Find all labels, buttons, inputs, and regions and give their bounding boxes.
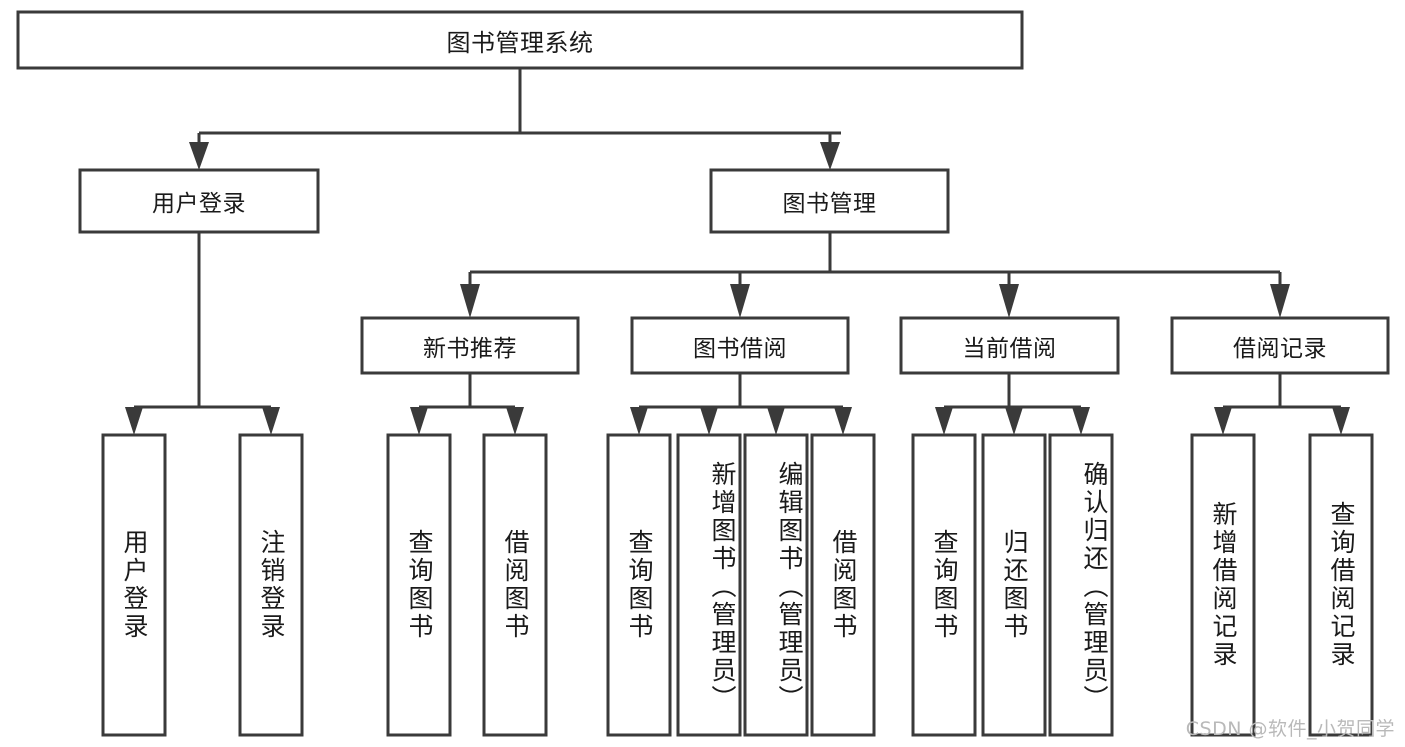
arrow-head-leaf-confirm-return-admin <box>1072 407 1090 435</box>
arrow-head-new-book-recommend <box>460 284 480 318</box>
node-box-leaf-return-book[interactable] <box>981 433 1047 737</box>
connector-group-user-login <box>125 232 280 435</box>
csdn-watermark: CSDN @软件_小贺同学 <box>1185 718 1395 740</box>
node-box-current-borrow[interactable] <box>899 316 1120 375</box>
node-box-leaf-borrow-book[interactable] <box>810 433 876 737</box>
arrow-head-leaf-borrow-book-recommend <box>506 407 524 435</box>
arrow-head-leaf-query-borrow-record <box>1332 407 1350 435</box>
connector-group-book-management <box>460 232 1290 318</box>
arrow-head-leaf-user-login <box>125 407 143 435</box>
node-box-leaf-query-book-current[interactable] <box>911 433 977 737</box>
connector-group-root <box>189 68 841 170</box>
node-box-borrow-record[interactable] <box>1170 316 1390 375</box>
node-box-leaf-add-book-admin[interactable] <box>676 433 742 737</box>
arrow-head-leaf-return-book <box>1005 407 1023 435</box>
arrow-head-leaf-add-borrow-record <box>1214 407 1232 435</box>
connector-group-borrow-record <box>1214 373 1350 435</box>
arrow-head-current-borrow <box>999 284 1019 318</box>
arrow-head-leaf-borrow-book <box>834 407 852 435</box>
node-box-leaf-edit-book-admin[interactable] <box>743 433 809 737</box>
node-box-leaf-add-borrow-record[interactable] <box>1190 433 1256 737</box>
arrow-head-book-borrow <box>730 284 750 318</box>
arrow-head-leaf-logout <box>262 407 280 435</box>
node-box-leaf-confirm-return-admin[interactable] <box>1048 433 1114 737</box>
connector-group-book-borrow <box>630 373 852 435</box>
node-box-leaf-user-login[interactable] <box>101 433 167 737</box>
connector-group-current-borrow <box>935 373 1090 435</box>
node-box-leaf-query-borrow-record[interactable] <box>1308 433 1374 737</box>
arrow-head-leaf-edit-book-admin <box>767 407 785 435</box>
node-box-leaf-query-book-recommend[interactable] <box>386 433 452 737</box>
connector-group-new-book-recommend <box>410 373 524 435</box>
arrow-head-leaf-query-book-recommend <box>410 407 428 435</box>
node-box-book-borrow[interactable] <box>630 316 850 375</box>
arrow-head-user-login <box>189 142 209 170</box>
node-box-new-book-recommend[interactable] <box>360 316 580 375</box>
node-box-root[interactable] <box>16 10 1024 70</box>
arrow-head-leaf-query-book-borrow <box>630 407 648 435</box>
arrow-head-leaf-query-book-current <box>935 407 953 435</box>
node-box-leaf-borrow-book-recommend[interactable] <box>482 433 548 737</box>
arrow-head-leaf-add-book-admin <box>700 407 718 435</box>
arrow-head-borrow-record <box>1270 284 1290 318</box>
node-box-leaf-query-book-borrow[interactable] <box>606 433 672 737</box>
node-box-book-management[interactable] <box>709 168 950 234</box>
node-box-user-login[interactable] <box>78 168 320 234</box>
node-box-leaf-logout[interactable] <box>238 433 304 737</box>
arrow-head-book-management <box>820 142 840 170</box>
